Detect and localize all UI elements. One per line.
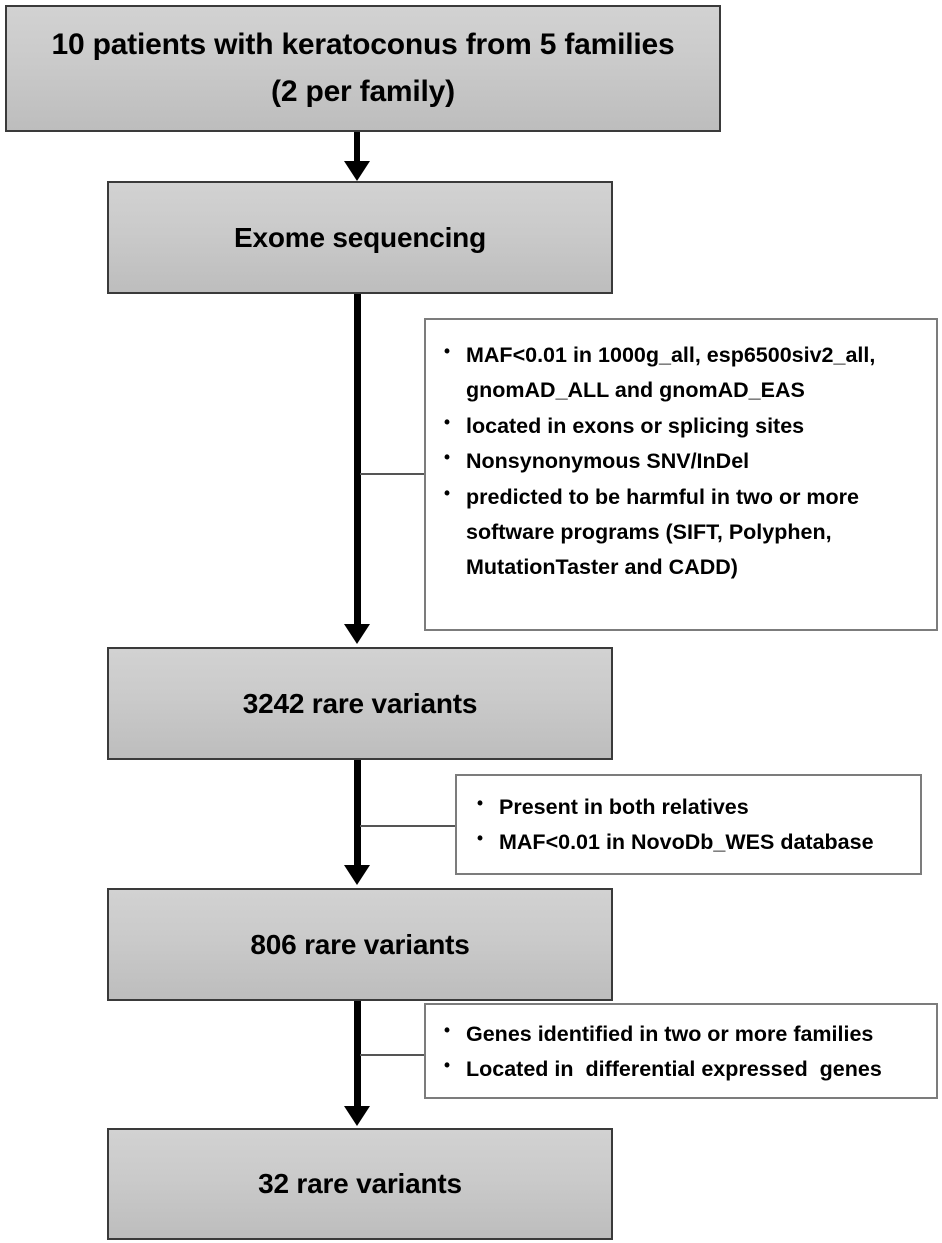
process-box-32-rare-variants: 32 rare variants: [107, 1128, 613, 1240]
process-box-cohort-line-2: (2 per family): [271, 74, 455, 108]
process-box-3242-rare-variants: 3242 rare variants: [107, 647, 613, 760]
criteria-item: located in exons or splicing sites: [440, 409, 926, 444]
arrow-cohort-to-exome-shaft: [354, 132, 360, 164]
arrow-cohort-to-exome-head: [344, 161, 370, 181]
connector-filter-2: [360, 825, 457, 827]
process-box-3242-label: 3242 rare variants: [242, 687, 478, 719]
criteria-list-filter-3: Genes identified in two or more families…: [426, 1005, 936, 1087]
criteria-item: Genes identified in two or more families: [440, 1017, 926, 1052]
criteria-item: MAF<0.01 in NovoDb_WES database: [473, 825, 910, 860]
criteria-item: Nonsynonymous SNV/InDel: [440, 444, 926, 479]
arrow-exome-to-3242-shaft: [354, 294, 361, 626]
process-box-cohort: 10 patients with keratoconus from 5 fami…: [5, 5, 721, 132]
process-box-cohort-line-1: 10 patients with keratoconus from 5 fami…: [51, 28, 675, 61]
criteria-list-filter-1: MAF<0.01 in 1000g_all, esp6500siv2_all, …: [426, 320, 936, 585]
criteria-box-filter-2: Present in both relatives MAF<0.01 in No…: [455, 774, 922, 875]
criteria-box-filter-3: Genes identified in two or more families…: [424, 1003, 938, 1099]
connector-filter-3: [360, 1054, 426, 1056]
process-box-806-rare-variants: 806 rare variants: [107, 888, 613, 1001]
process-box-32-label: 32 rare variants: [258, 1168, 462, 1199]
criteria-list-filter-2: Present in both relatives MAF<0.01 in No…: [457, 776, 920, 860]
criteria-item: MAF<0.01 in 1000g_all, esp6500siv2_all, …: [440, 338, 926, 408]
criteria-item: Located in differential expressed genes: [440, 1052, 926, 1087]
criteria-box-filter-1: MAF<0.01 in 1000g_all, esp6500siv2_all, …: [424, 318, 938, 631]
arrow-3242-to-806-shaft: [354, 760, 361, 867]
arrow-806-to-32-shaft: [354, 1001, 361, 1108]
arrow-3242-to-806-head: [344, 865, 370, 885]
arrow-exome-to-3242-head: [344, 624, 370, 644]
process-box-exome-sequencing-label: Exome sequencing: [234, 221, 486, 253]
criteria-item: Present in both relatives: [473, 790, 910, 825]
connector-filter-1: [360, 473, 426, 475]
criteria-item: predicted to be harmful in two or more s…: [440, 480, 926, 584]
arrow-806-to-32-head: [344, 1106, 370, 1126]
process-box-806-label: 806 rare variants: [250, 928, 470, 960]
process-box-exome-sequencing: Exome sequencing: [107, 181, 613, 294]
